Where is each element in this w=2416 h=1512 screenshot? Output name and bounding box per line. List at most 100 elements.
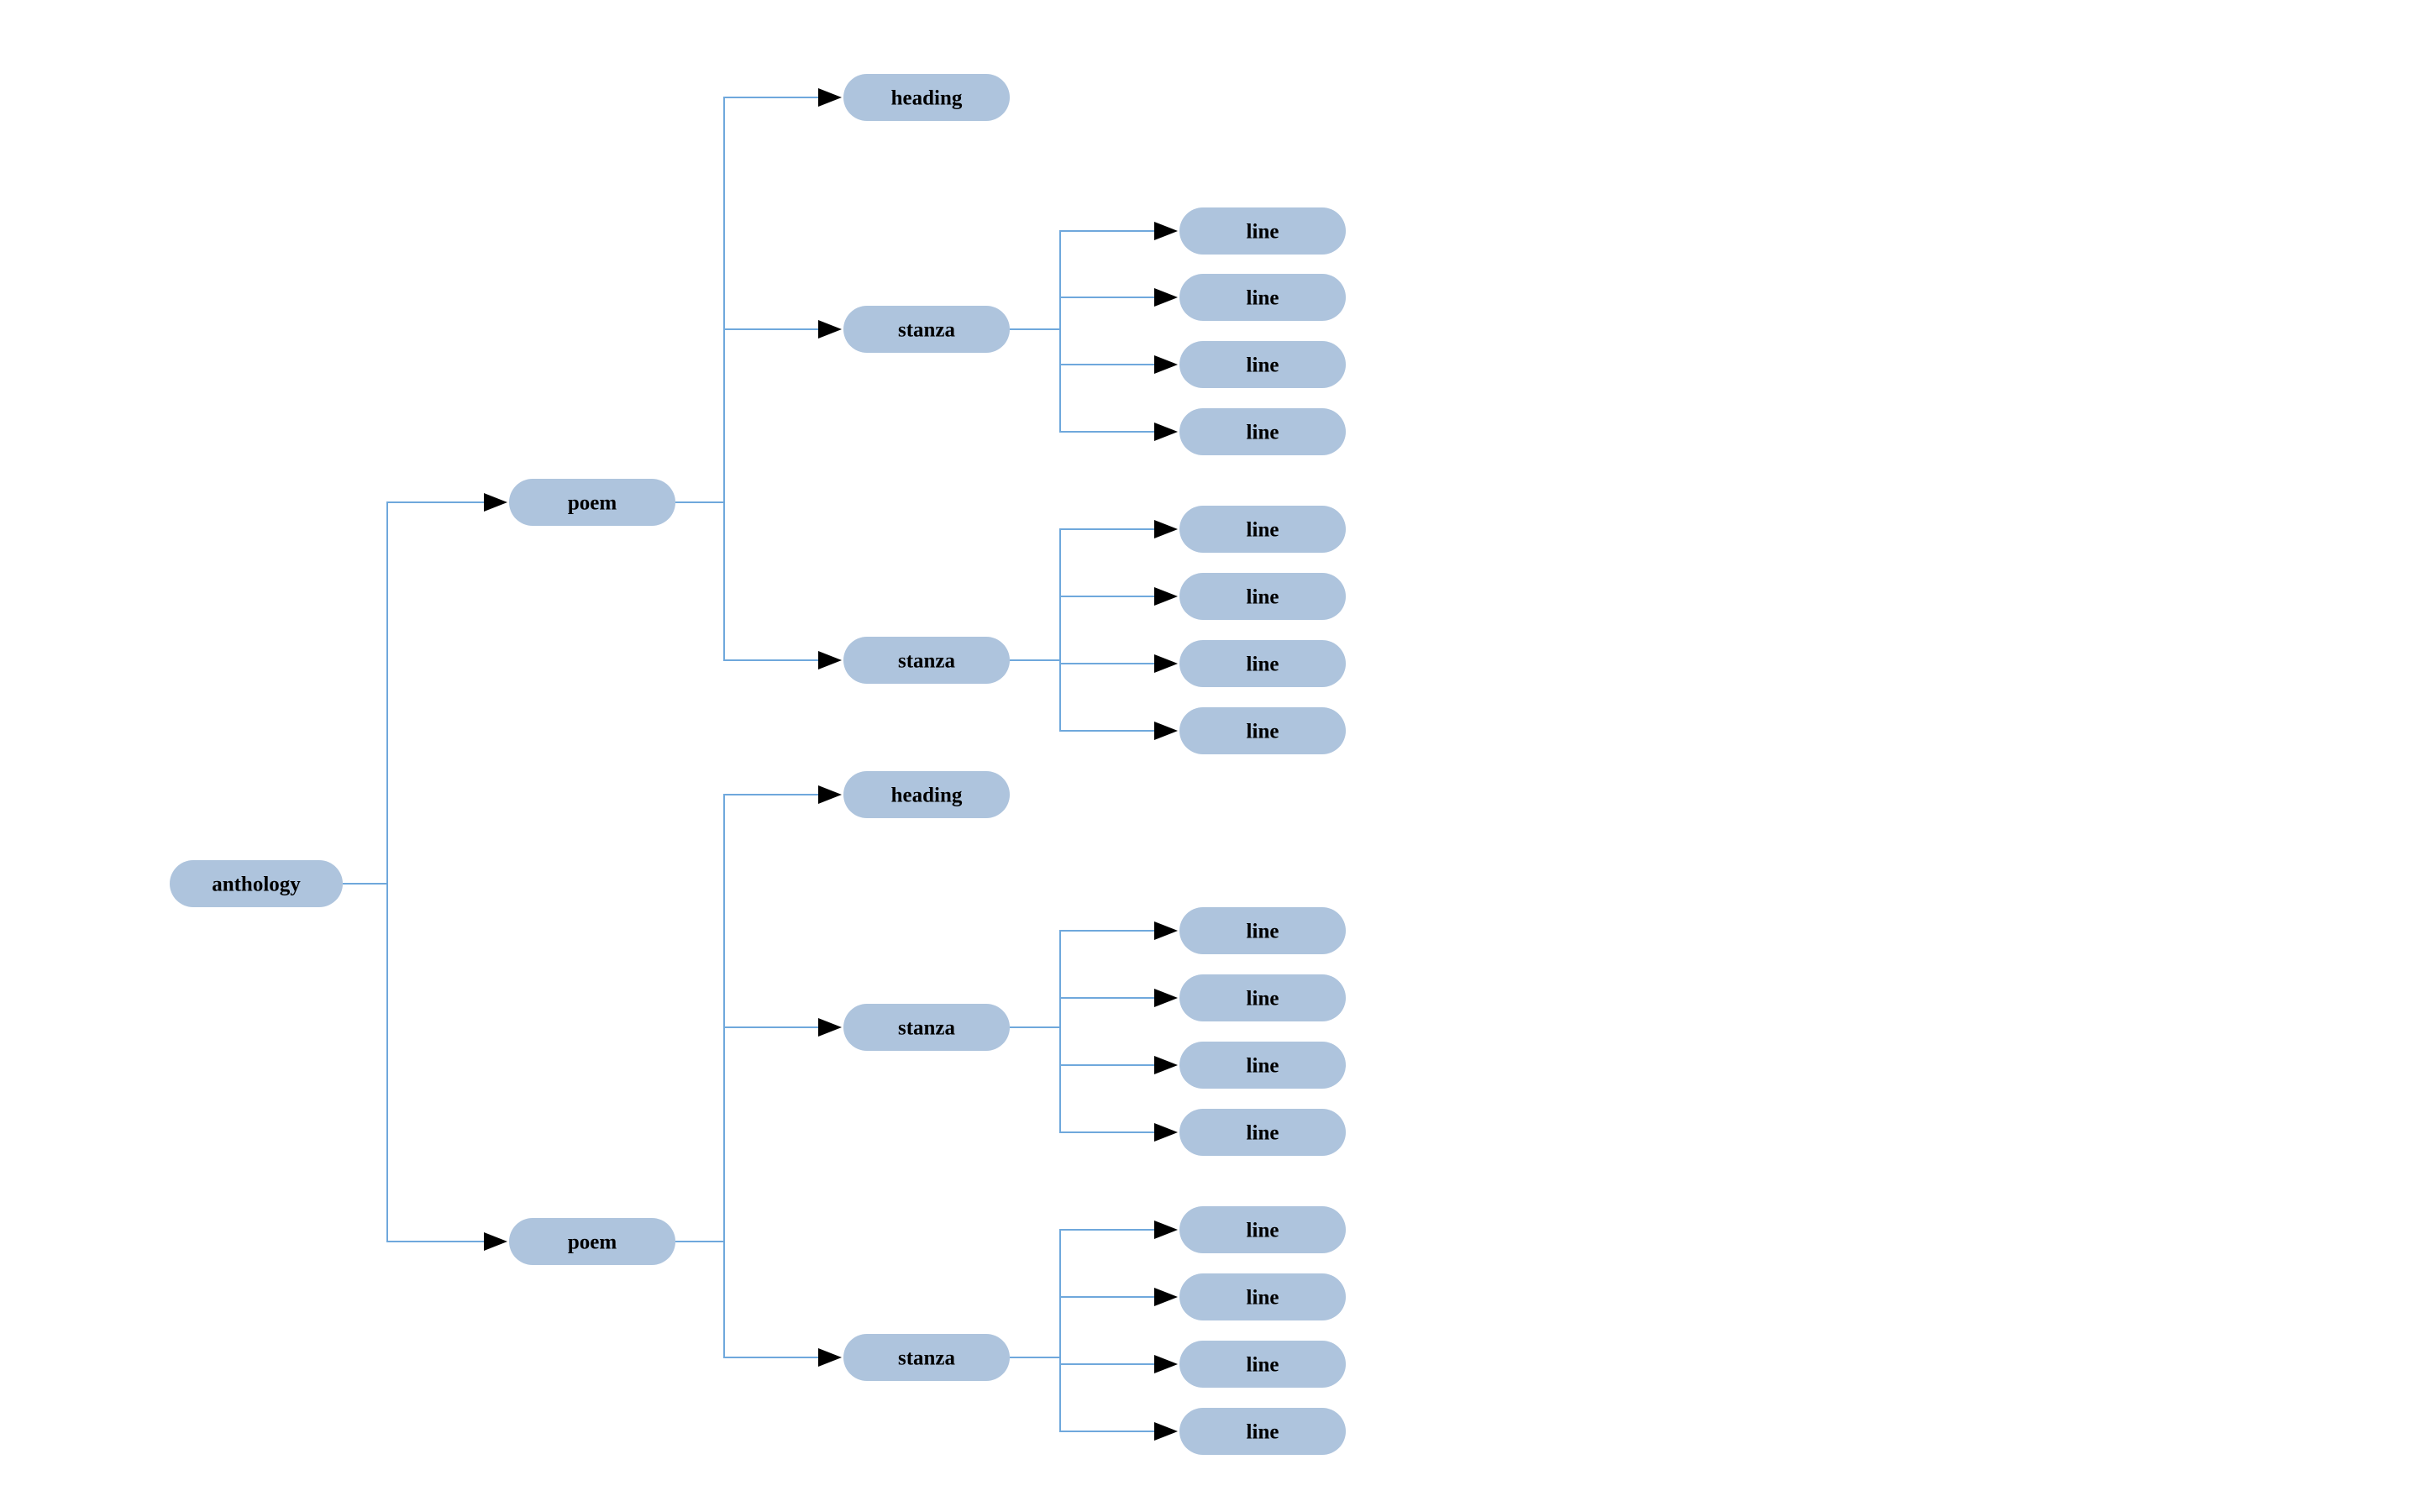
edge-branch (1059, 930, 1154, 1027)
arrow-head-icon (1154, 222, 1178, 240)
edge-branch (723, 328, 818, 502)
node-shape[interactable] (1179, 274, 1346, 321)
edge-layer (343, 88, 1178, 1441)
tree-node-s3-line2[interactable]: line (1179, 974, 1346, 1021)
arrow-head-icon (818, 651, 842, 669)
tree-edge (1010, 1221, 1178, 1358)
tree-edge (675, 1018, 842, 1242)
arrow-head-icon (1154, 355, 1178, 374)
tree-node-p2-stanza2[interactable]: stanza (843, 1334, 1010, 1381)
tree-node-s4-line2[interactable]: line (1179, 1273, 1346, 1320)
edge-branch (1059, 660, 1154, 732)
tree-node-s3-line4[interactable]: line (1179, 1109, 1346, 1156)
node-shape[interactable] (1179, 640, 1346, 687)
node-shape[interactable] (843, 637, 1010, 684)
arrow-head-icon (818, 320, 842, 339)
tree-edge (1010, 989, 1178, 1028)
node-shape[interactable] (1179, 506, 1346, 553)
node-shape[interactable] (1179, 408, 1346, 455)
node-shape[interactable] (1179, 1109, 1346, 1156)
tree-node-anthology[interactable]: anthology (170, 860, 343, 907)
arrow-head-icon (1154, 722, 1178, 740)
arrow-head-icon (484, 493, 507, 512)
tree-node-s1-line1[interactable]: line (1179, 207, 1346, 255)
arrow-head-icon (1154, 989, 1178, 1007)
edge-branch (386, 501, 484, 884)
node-shape[interactable] (509, 479, 675, 526)
arrow-head-icon (1154, 1288, 1178, 1306)
node-shape[interactable] (1179, 207, 1346, 255)
tree-node-s2-line4[interactable]: line (1179, 707, 1346, 754)
tree-node-p1-stanza2[interactable]: stanza (843, 637, 1010, 684)
tree-edge (1010, 1026, 1178, 1142)
node-shape[interactable] (843, 306, 1010, 353)
edge-branch (1059, 997, 1154, 1027)
tree-node-s1-line3[interactable]: line (1179, 341, 1346, 388)
edge-branch (1059, 1357, 1154, 1365)
node-layer: anthology poem poem heading stanza stanza head… (170, 74, 1346, 1455)
node-shape[interactable] (1179, 573, 1346, 620)
edge-branch (723, 1242, 818, 1358)
node-shape[interactable] (843, 74, 1010, 121)
edge-branch (723, 502, 818, 661)
tree-node-s3-line1[interactable]: line (1179, 907, 1346, 954)
node-shape[interactable] (170, 860, 343, 907)
node-shape[interactable] (843, 1004, 1010, 1051)
arrow-head-icon (1154, 288, 1178, 307)
edge-branch (723, 794, 818, 1242)
arrow-head-icon (1154, 921, 1178, 940)
edge-branch (723, 97, 818, 502)
edge-branch (1059, 660, 1154, 664)
tree-node-poem1[interactable]: poem (509, 479, 675, 526)
node-shape[interactable] (843, 771, 1010, 818)
node-shape[interactable] (1179, 974, 1346, 1021)
edge-branch (1059, 230, 1154, 329)
arrow-head-icon (1154, 1355, 1178, 1373)
tree-node-p1-stanza1[interactable]: stanza (843, 306, 1010, 353)
tree-node-s2-line2[interactable]: line (1179, 573, 1346, 620)
tree-node-s4-line3[interactable]: line (1179, 1341, 1346, 1388)
tree-node-s4-line4[interactable]: line (1179, 1408, 1346, 1455)
arrow-head-icon (1154, 654, 1178, 673)
node-shape[interactable] (1179, 707, 1346, 754)
arrow-head-icon (1154, 1422, 1178, 1441)
node-shape[interactable] (1179, 341, 1346, 388)
node-shape[interactable] (1179, 1408, 1346, 1455)
tree-node-p1-heading[interactable]: heading (843, 74, 1010, 121)
tree-node-s4-line1[interactable]: line (1179, 1206, 1346, 1253)
node-shape[interactable] (843, 1334, 1010, 1381)
arrow-head-icon (818, 88, 842, 107)
arrow-head-icon (1154, 520, 1178, 538)
tree-edge (1010, 328, 1178, 374)
arrow-head-icon (818, 1348, 842, 1367)
arrow-head-icon (1154, 423, 1178, 441)
tree-edge (1010, 659, 1178, 740)
tree-node-p2-stanza1[interactable]: stanza (843, 1004, 1010, 1051)
tree-node-poem2[interactable]: poem (509, 1218, 675, 1265)
tree-node-p2-heading[interactable]: heading (843, 771, 1010, 818)
edge-branch (723, 1026, 818, 1242)
node-shape[interactable] (1179, 1206, 1346, 1253)
tree-edge (675, 320, 842, 503)
node-shape[interactable] (1179, 1341, 1346, 1388)
tree-edge (1010, 1357, 1178, 1441)
edge-branch (1059, 1296, 1154, 1357)
tree-node-s2-line3[interactable]: line (1179, 640, 1346, 687)
node-shape[interactable] (509, 1218, 675, 1265)
tree-node-s1-line4[interactable]: line (1179, 408, 1346, 455)
tree-node-s3-line3[interactable]: line (1179, 1042, 1346, 1089)
arrow-head-icon (1154, 1123, 1178, 1142)
tree-edge (1010, 288, 1178, 330)
node-shape[interactable] (1179, 1273, 1346, 1320)
edge-branch (1059, 528, 1154, 660)
tree-node-s1-line2[interactable]: line (1179, 274, 1346, 321)
tree-node-s2-line1[interactable]: line (1179, 506, 1346, 553)
tree-edge (343, 493, 507, 885)
tree-edge (1010, 587, 1178, 661)
arrow-head-icon (1154, 587, 1178, 606)
node-shape[interactable] (1179, 1042, 1346, 1089)
node-shape[interactable] (1179, 907, 1346, 954)
tree-edge (675, 785, 842, 1242)
arrow-head-icon (818, 1018, 842, 1037)
